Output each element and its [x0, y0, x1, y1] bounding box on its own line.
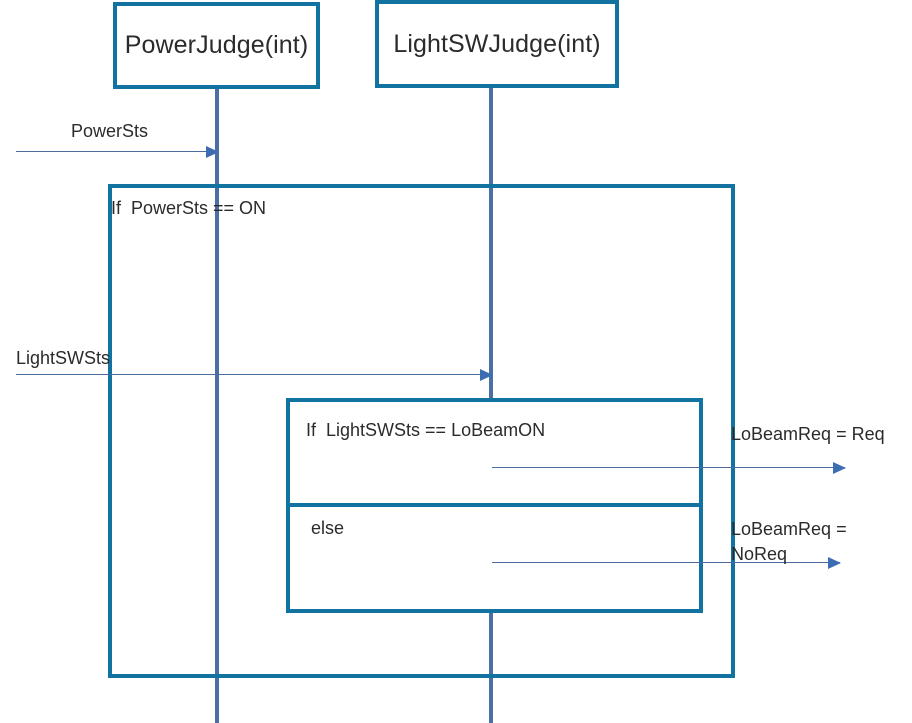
arrow-head-icon — [480, 369, 493, 381]
fragment-outer-if-powersts — [108, 184, 735, 678]
message-arrow-lobeamreq-noreq — [492, 557, 841, 569]
arrow-head-icon — [206, 146, 219, 158]
fragment-inner-else-label: else — [311, 518, 345, 538]
message-arrow-power-sts — [16, 146, 219, 158]
fragment-outer-label: If PowerSts == ON — [111, 198, 267, 218]
fragment-inner-divider — [286, 503, 703, 507]
message-arrow-lobeamreq-req — [492, 462, 846, 474]
message-arrow-lightsw-sts — [16, 369, 493, 381]
lifeline-power-judge — [215, 88, 219, 723]
message-label-lobeamreq-noreq: LoBeamReq = NoReq — [731, 519, 847, 564]
arrow-head-icon — [833, 462, 846, 474]
fragment-inner-label: If LightSWSts == LoBeamON — [306, 420, 546, 440]
arrow-shaft — [492, 467, 845, 468]
arrow-shaft — [16, 151, 218, 152]
arrow-head-icon — [828, 557, 841, 569]
message-label-lobeamreq-req: LoBeamReq = Req — [731, 424, 885, 444]
participant-box-lightsw-judge[interactable]: LightSWJudge(int) — [375, 0, 619, 88]
participant-label-power-judge: PowerJudge(int) — [124, 31, 309, 59]
participant-box-power-judge[interactable]: PowerJudge(int) — [113, 2, 320, 89]
message-label-lightsw-sts: LightSWSts — [16, 348, 111, 368]
arrow-shaft — [16, 374, 492, 375]
message-label-power-sts: PowerSts — [71, 121, 149, 141]
participant-label-lightsw-judge: LightSWJudge(int) — [393, 29, 601, 58]
arrow-shaft — [492, 562, 840, 563]
